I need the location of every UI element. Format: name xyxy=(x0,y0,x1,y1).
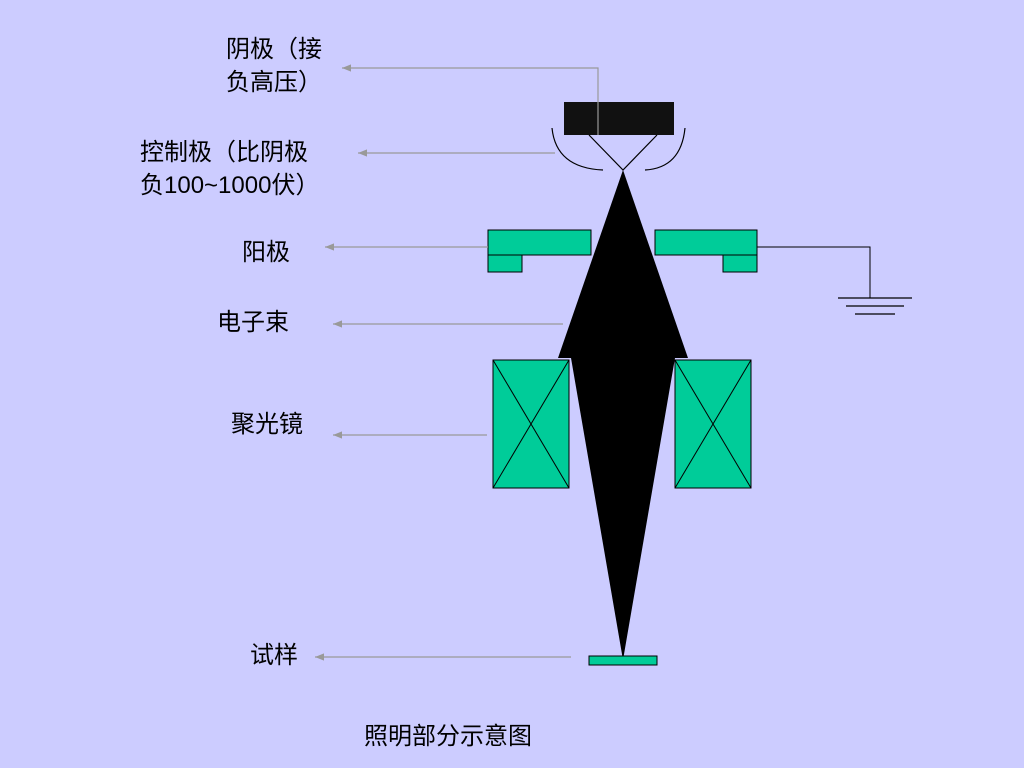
label-control-grid-line1: 控制极（比阴极 xyxy=(140,138,308,166)
diagram-caption: 照明部分示意图 xyxy=(364,722,532,750)
label-control-grid-suffix: 伏） xyxy=(271,171,320,199)
cathode-filament xyxy=(588,134,658,171)
control-grid-left xyxy=(551,127,604,171)
label-electron-beam: 电子束 xyxy=(217,308,289,336)
control-grid-right xyxy=(644,127,686,171)
label-anode: 阳极 xyxy=(242,238,290,266)
condenser-lens-right xyxy=(674,359,752,489)
electron-beam-upper xyxy=(558,170,688,358)
arrow-cathode xyxy=(342,64,599,135)
anode-right xyxy=(654,229,758,273)
ground-icon xyxy=(838,297,912,315)
label-condenser-lens: 聚光镜 xyxy=(231,410,303,438)
label-control-grid-line2: 负100~1000伏） xyxy=(140,169,319,202)
label-specimen: 试样 xyxy=(250,641,298,669)
condenser-lens-left xyxy=(492,359,570,489)
label-cathode: 阴极（接 负高压） xyxy=(226,33,322,99)
label-cathode-line2: 负高压） xyxy=(226,68,322,96)
electron-beam-lower xyxy=(571,358,675,660)
anode-left xyxy=(487,229,592,273)
label-cathode-line1: 阴极（接 xyxy=(226,35,322,63)
label-control-grid: 控制极（比阴极 负100~1000伏） xyxy=(140,136,319,202)
specimen xyxy=(588,655,658,666)
ground-wire xyxy=(757,246,871,298)
cathode-block xyxy=(564,102,674,135)
label-control-grid-prefix: 负 xyxy=(140,171,164,199)
label-control-grid-value: 100~1000 xyxy=(164,172,272,199)
